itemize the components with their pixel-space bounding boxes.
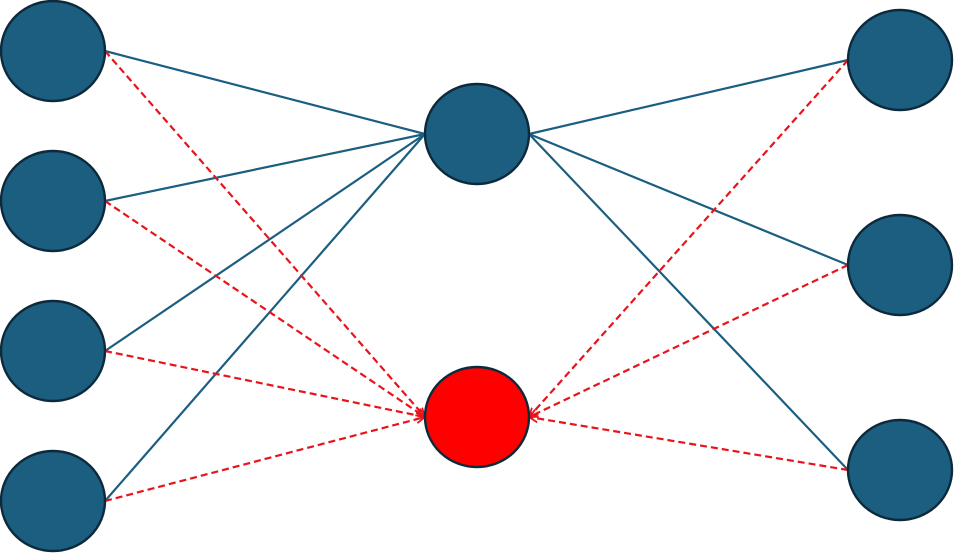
node-out-2 bbox=[846, 213, 954, 317]
node-out-3 bbox=[846, 418, 954, 522]
edge-out-2-to-target bbox=[529, 264, 849, 418]
edge-out-1-to-target bbox=[529, 59, 849, 417]
edges-layer bbox=[104, 49, 849, 503]
node-target bbox=[423, 365, 531, 469]
node-in-2 bbox=[0, 149, 107, 253]
edge-in-2-to-hub bbox=[104, 132, 426, 203]
node-in-4 bbox=[0, 449, 107, 553]
edge-out-3-to-target bbox=[529, 417, 849, 472]
node-in-1 bbox=[0, 0, 107, 103]
edge-hub-to-out-3 bbox=[528, 133, 849, 471]
edge-hub-to-out-2 bbox=[528, 132, 849, 267]
edge-in-1-to-target bbox=[104, 50, 425, 417]
edge-hub-to-out-1 bbox=[528, 58, 849, 136]
node-out-1 bbox=[846, 8, 954, 112]
node-hub bbox=[423, 82, 531, 186]
edge-in-2-to-target bbox=[104, 200, 425, 417]
edge-in-4-to-target bbox=[104, 417, 425, 503]
edge-in-4-to-hub bbox=[104, 133, 426, 502]
node-in-3 bbox=[0, 299, 107, 403]
edge-in-3-to-hub bbox=[104, 133, 426, 352]
edge-in-1-to-hub bbox=[104, 49, 426, 136]
